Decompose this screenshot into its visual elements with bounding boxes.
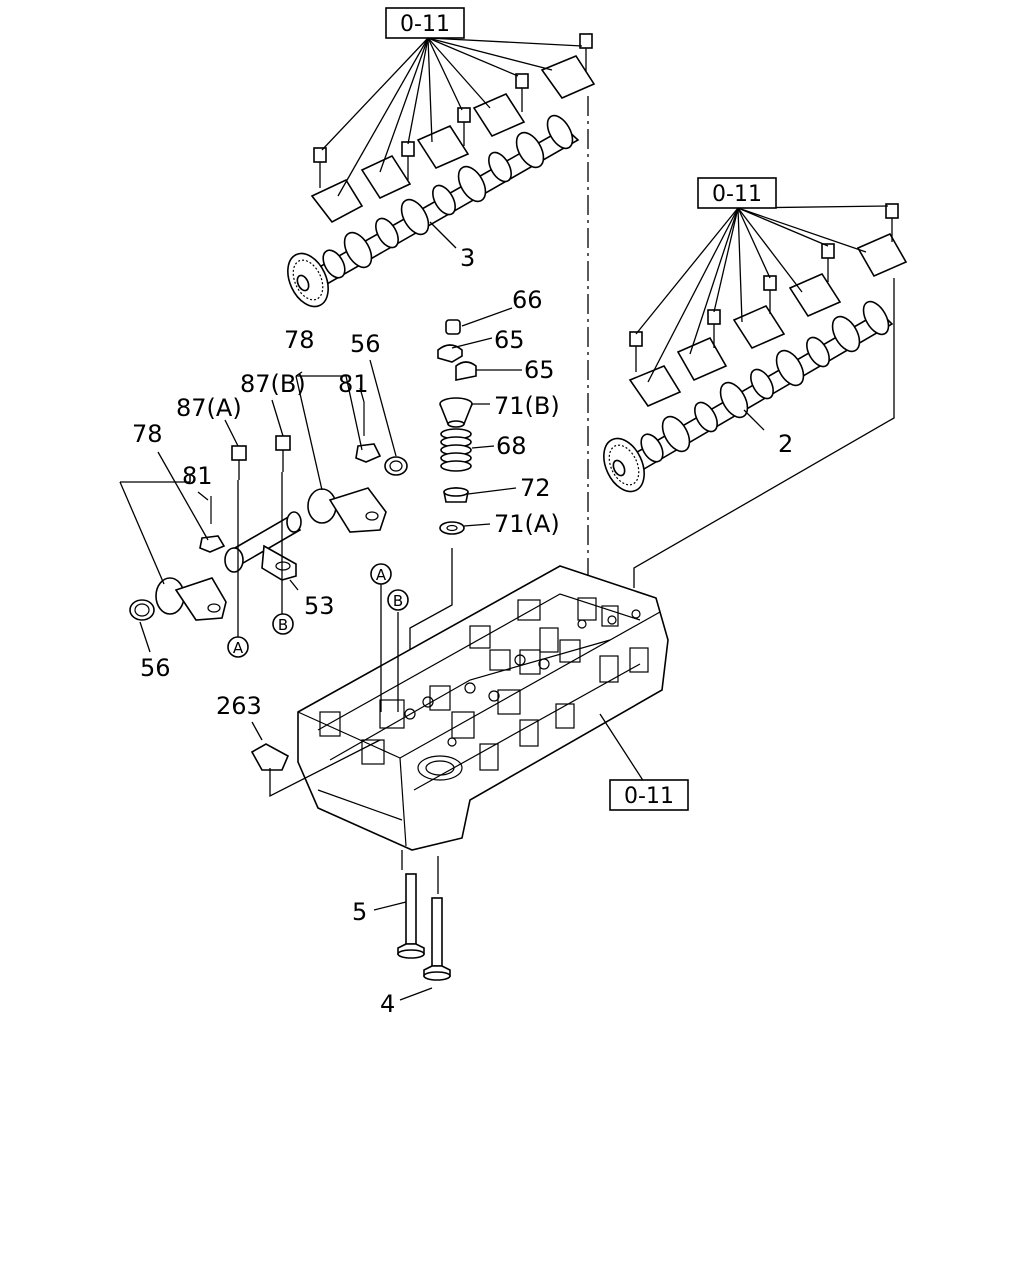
marker-a-head: A bbox=[370, 563, 392, 585]
svg-text:B: B bbox=[393, 592, 403, 610]
cylinder-head bbox=[297, 565, 669, 894]
ref-label-right: 0-11 bbox=[712, 182, 762, 207]
ref-box-top: 0-11 bbox=[385, 7, 465, 39]
ref-label-bottom: 0-11 bbox=[624, 784, 674, 809]
label-4: 4 bbox=[380, 990, 395, 1018]
part-labels: 66 65 65 71(B) 68 72 71(A) 78 56 87(B) 8… bbox=[132, 244, 793, 1018]
label-65-b: 65 bbox=[524, 356, 555, 384]
right-camshaft-caps bbox=[628, 203, 908, 407]
label-81-top: 81 bbox=[338, 370, 369, 398]
label-81-left: 81 bbox=[182, 462, 213, 490]
marker-leaders bbox=[380, 584, 399, 712]
label-65-a: 65 bbox=[494, 326, 525, 354]
label-72: 72 bbox=[520, 474, 551, 502]
label-56-top: 56 bbox=[350, 330, 381, 358]
svg-text:B: B bbox=[278, 616, 288, 634]
valve-leaders bbox=[373, 901, 433, 1001]
right-ref-leaders bbox=[635, 205, 889, 383]
label-71b: 71(B) bbox=[494, 392, 560, 420]
label-5: 5 bbox=[352, 898, 367, 926]
label-3: 3 bbox=[460, 244, 475, 272]
leader-2 bbox=[743, 409, 765, 431]
ref-box-right: 0-11 bbox=[697, 177, 777, 209]
bottom-ref-leader bbox=[599, 713, 645, 783]
marker-a-rocker: A bbox=[227, 636, 249, 658]
rocker-leaders bbox=[119, 359, 397, 653]
marker-b-rocker: B bbox=[272, 613, 294, 635]
valve-4 bbox=[423, 897, 451, 981]
ref-label-top: 0-11 bbox=[400, 12, 450, 37]
label-87b: 87(B) bbox=[240, 370, 306, 398]
leader-3 bbox=[429, 221, 457, 249]
key-263 bbox=[250, 721, 381, 798]
label-56-left: 56 bbox=[140, 654, 171, 682]
label-66: 66 bbox=[512, 286, 543, 314]
label-2: 2 bbox=[778, 430, 793, 458]
svg-text:A: A bbox=[376, 566, 387, 584]
label-71a: 71(A) bbox=[494, 510, 560, 538]
valve-5 bbox=[397, 873, 425, 959]
svg-text:A: A bbox=[233, 639, 244, 657]
rocker-assembly bbox=[129, 402, 408, 621]
label-53: 53 bbox=[304, 592, 335, 620]
valve-train-leaders bbox=[451, 307, 522, 527]
label-263: 263 bbox=[216, 692, 262, 720]
ref-box-bottom: 0-11 bbox=[609, 779, 689, 811]
camshaft-3 bbox=[287, 114, 580, 308]
label-87a: 87(A) bbox=[176, 394, 242, 422]
marker-b-head: B bbox=[387, 589, 409, 611]
label-78-top: 78 bbox=[284, 326, 315, 354]
camshaft-2 bbox=[603, 300, 894, 493]
valve-train bbox=[437, 319, 477, 535]
top-ref-leaders bbox=[321, 37, 583, 197]
label-68: 68 bbox=[496, 432, 527, 460]
label-78-left: 78 bbox=[132, 420, 163, 448]
